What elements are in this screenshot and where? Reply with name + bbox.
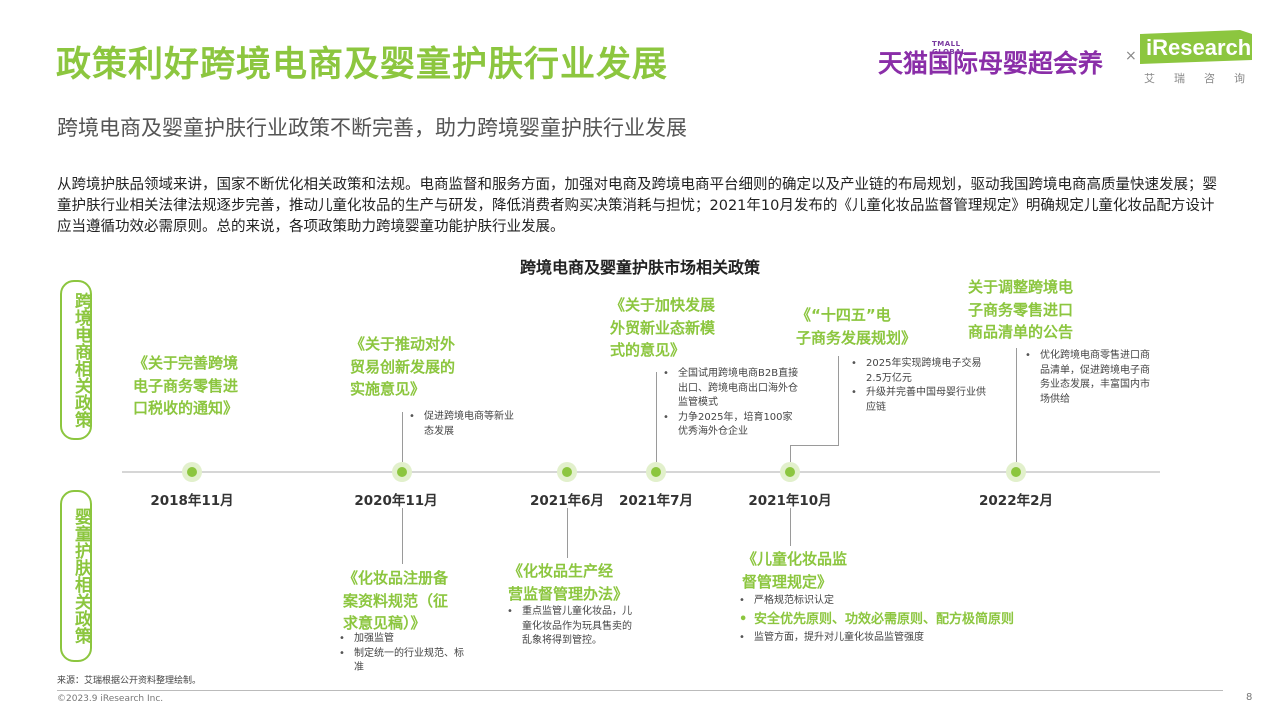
- bullet-item: 促进跨境电商等新业态发展: [408, 410, 518, 439]
- bullet-item: 重点监管儿童化妆品，儿童化妆品作为玩具售卖的乱象将得到管控。: [506, 605, 640, 649]
- policy-bullets-2020-11: 促进跨境电商等新业态发展: [408, 410, 518, 439]
- policy-title-2021-06-bottom: 《化妆品生产经 营监督管理办法》: [508, 562, 629, 603]
- timeline-dot-2020-11: [392, 462, 412, 482]
- bullet-item: 力争2025年，培育100家优秀海外仓企业: [662, 411, 802, 440]
- timeline-dot-2021-10: [780, 462, 800, 482]
- timeline-date: 2021年6月: [530, 493, 604, 509]
- bullet-item: 监管方面，提升对儿童化妆品监管强度: [738, 631, 1058, 646]
- policy-title-2020-11-bottom: 《化妆品注册备 案资料规范（征 求意见稿）》: [343, 569, 449, 632]
- page-number: 8: [1246, 692, 1253, 703]
- side-label-cross-border: 跨境电商相关政策: [60, 280, 92, 440]
- copyright: ©2023.9 iResearch Inc.: [57, 694, 164, 704]
- timeline-date: 2021年7月: [619, 493, 693, 509]
- page-subtitle: 跨境电商及婴童护肤行业政策不断完善，助力跨境婴童护肤行业发展: [57, 116, 687, 140]
- bullet-item-highlight: 安全优先原则、功效必需原则、配方极简原则: [738, 609, 1058, 631]
- policy-title-2022-02: 关于调整跨境电 子商务零售进口 商品清单的公告: [968, 278, 1074, 341]
- policy-title-2021-10-bottom: 《儿童化妆品监 督管理规定》: [742, 550, 848, 591]
- bullet-item: 2025年实现跨境电子交易2.5万亿元: [850, 357, 990, 386]
- bullet-item: 升级并完善中国母婴行业供应链: [850, 386, 990, 415]
- connector-line: [1016, 348, 1017, 462]
- tmall-logo-name: 天猫国际母婴超会养: [878, 49, 1104, 78]
- timeline-date: 2022年2月: [979, 493, 1053, 509]
- bullet-item: 加强监管: [338, 632, 468, 647]
- policy-bullets-2022-02: 优化跨境电商零售进口商品清单，促进跨境电子商务业态发展，丰富国内市场供给: [1024, 349, 1156, 407]
- policy-title-2020-11: 《关于推动对外 贸易创新发展的 实施意见》: [350, 335, 456, 398]
- connector-line: [567, 508, 568, 558]
- connector-line: [656, 372, 657, 462]
- iresearch-chinese-name: 艾瑞咨询: [1144, 72, 1264, 85]
- logo-separator: ×: [1125, 48, 1137, 64]
- tmall-global-small-text: TMALL GLOBAL: [932, 40, 967, 56]
- connector-line: [402, 508, 403, 564]
- bullet-item: 制定统一的行业规范、标准: [338, 647, 468, 676]
- iresearch-logo-icon: iResearch: [1140, 30, 1252, 64]
- timeline-dot-2022-02: [1006, 462, 1026, 482]
- timeline-dot-2021-07: [646, 462, 666, 482]
- connector-line: [790, 445, 839, 446]
- policy-title-2021-07: 《关于加快发展 外贸新业态新模 式的意见》: [610, 296, 716, 359]
- footer-divider: [57, 690, 1223, 691]
- bullet-item: 全国试用跨境电商B2B直接出口、跨境电商出口海外仓监管模式: [662, 367, 802, 411]
- iresearch-logo-text: iResearch: [1146, 35, 1251, 60]
- timeline-axis: [122, 471, 1160, 473]
- policy-title-2021-10-top: 《“十四五”电 子商务发展规划》: [796, 306, 917, 347]
- intro-paragraph: 从跨境护肤品领域来讲，国家不断优化相关政策和法规。电商监督和服务方面，加强对电商…: [57, 177, 1217, 235]
- policy-bullets-2021-10-top: 2025年实现跨境电子交易2.5万亿元 升级并完善中国母婴行业供应链: [850, 357, 990, 415]
- policy-title-2018-11: 《关于完善跨境 电子商务零售进 口税收的通知》: [133, 354, 239, 417]
- source-note: 来源：艾瑞根据公开资料整理绘制。: [57, 676, 202, 686]
- side-label-baby-skincare: 婴童护肤相关政策: [60, 490, 92, 662]
- timeline-dot-2021-06: [557, 462, 577, 482]
- connector-line: [838, 356, 839, 445]
- timeline-date: 2020年11月: [354, 493, 438, 509]
- connector-line: [790, 508, 791, 546]
- policy-bullets-2021-07: 全国试用跨境电商B2B直接出口、跨境电商出口海外仓监管模式 力争2025年，培育…: [662, 367, 802, 440]
- timeline-date: 2018年11月: [150, 493, 234, 509]
- bullet-item: 优化跨境电商零售进口商品清单，促进跨境电子商务业态发展，丰富国内市场供给: [1024, 349, 1156, 407]
- policy-bullets-2021-10-bottom: 严格规范标识认定 安全优先原则、功效必需原则、配方极简原则 监管方面，提升对儿童…: [738, 594, 1058, 645]
- page-title: 政策利好跨境电商及婴童护肤行业发展: [56, 45, 669, 85]
- bullet-item: 严格规范标识认定: [738, 594, 1058, 609]
- connector-line: [402, 412, 403, 462]
- chart-title: 跨境电商及婴童护肤市场相关政策: [519, 258, 760, 277]
- policy-bullets-2020-11-bottom: 加强监管 制定统一的行业规范、标准: [338, 632, 468, 676]
- timeline-dot-2018-11: [182, 462, 202, 482]
- connector-line: [790, 445, 791, 462]
- timeline-date: 2021年10月: [748, 493, 832, 509]
- policy-bullets-2021-06-bottom: 重点监管儿童化妆品，儿童化妆品作为玩具售卖的乱象将得到管控。: [506, 605, 640, 649]
